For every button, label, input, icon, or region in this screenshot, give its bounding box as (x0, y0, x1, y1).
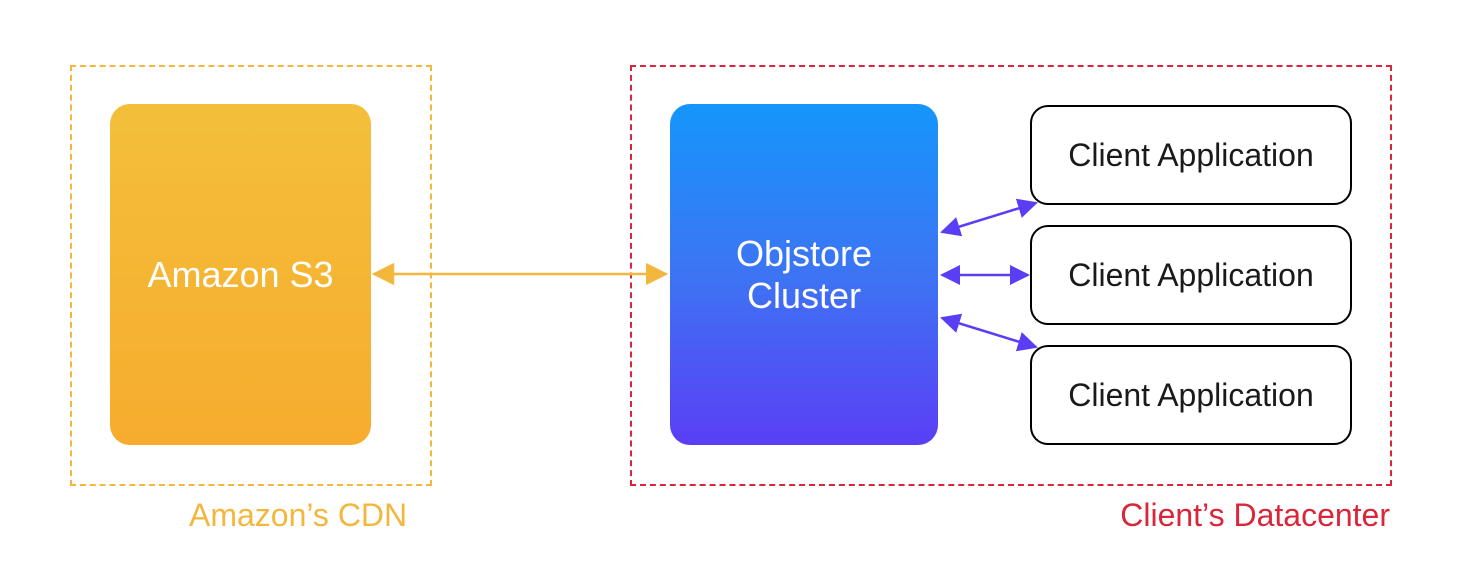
objstore-label-line1: Objstore (735, 233, 873, 275)
client-application-node: Client Application (1030, 345, 1352, 445)
amazon-cdn-label: Amazon’s CDN (189, 497, 408, 533)
objstore-label-line2: Cluster (746, 274, 862, 316)
client-application-node: Client Application (1030, 225, 1352, 325)
client-application-label: Client Application (1068, 256, 1314, 293)
client-application-label: Client Application (1068, 136, 1314, 173)
client-datacenter-label: Client’s Datacenter (1120, 497, 1390, 533)
objstore-cluster-node: Objstore Cluster (670, 104, 938, 445)
amazon-s3-node: Amazon S3 (110, 104, 371, 445)
amazon-s3-label: Amazon S3 (147, 253, 334, 295)
client-application-label: Client Application (1068, 376, 1314, 413)
client-application-node: Client Application (1030, 105, 1352, 205)
